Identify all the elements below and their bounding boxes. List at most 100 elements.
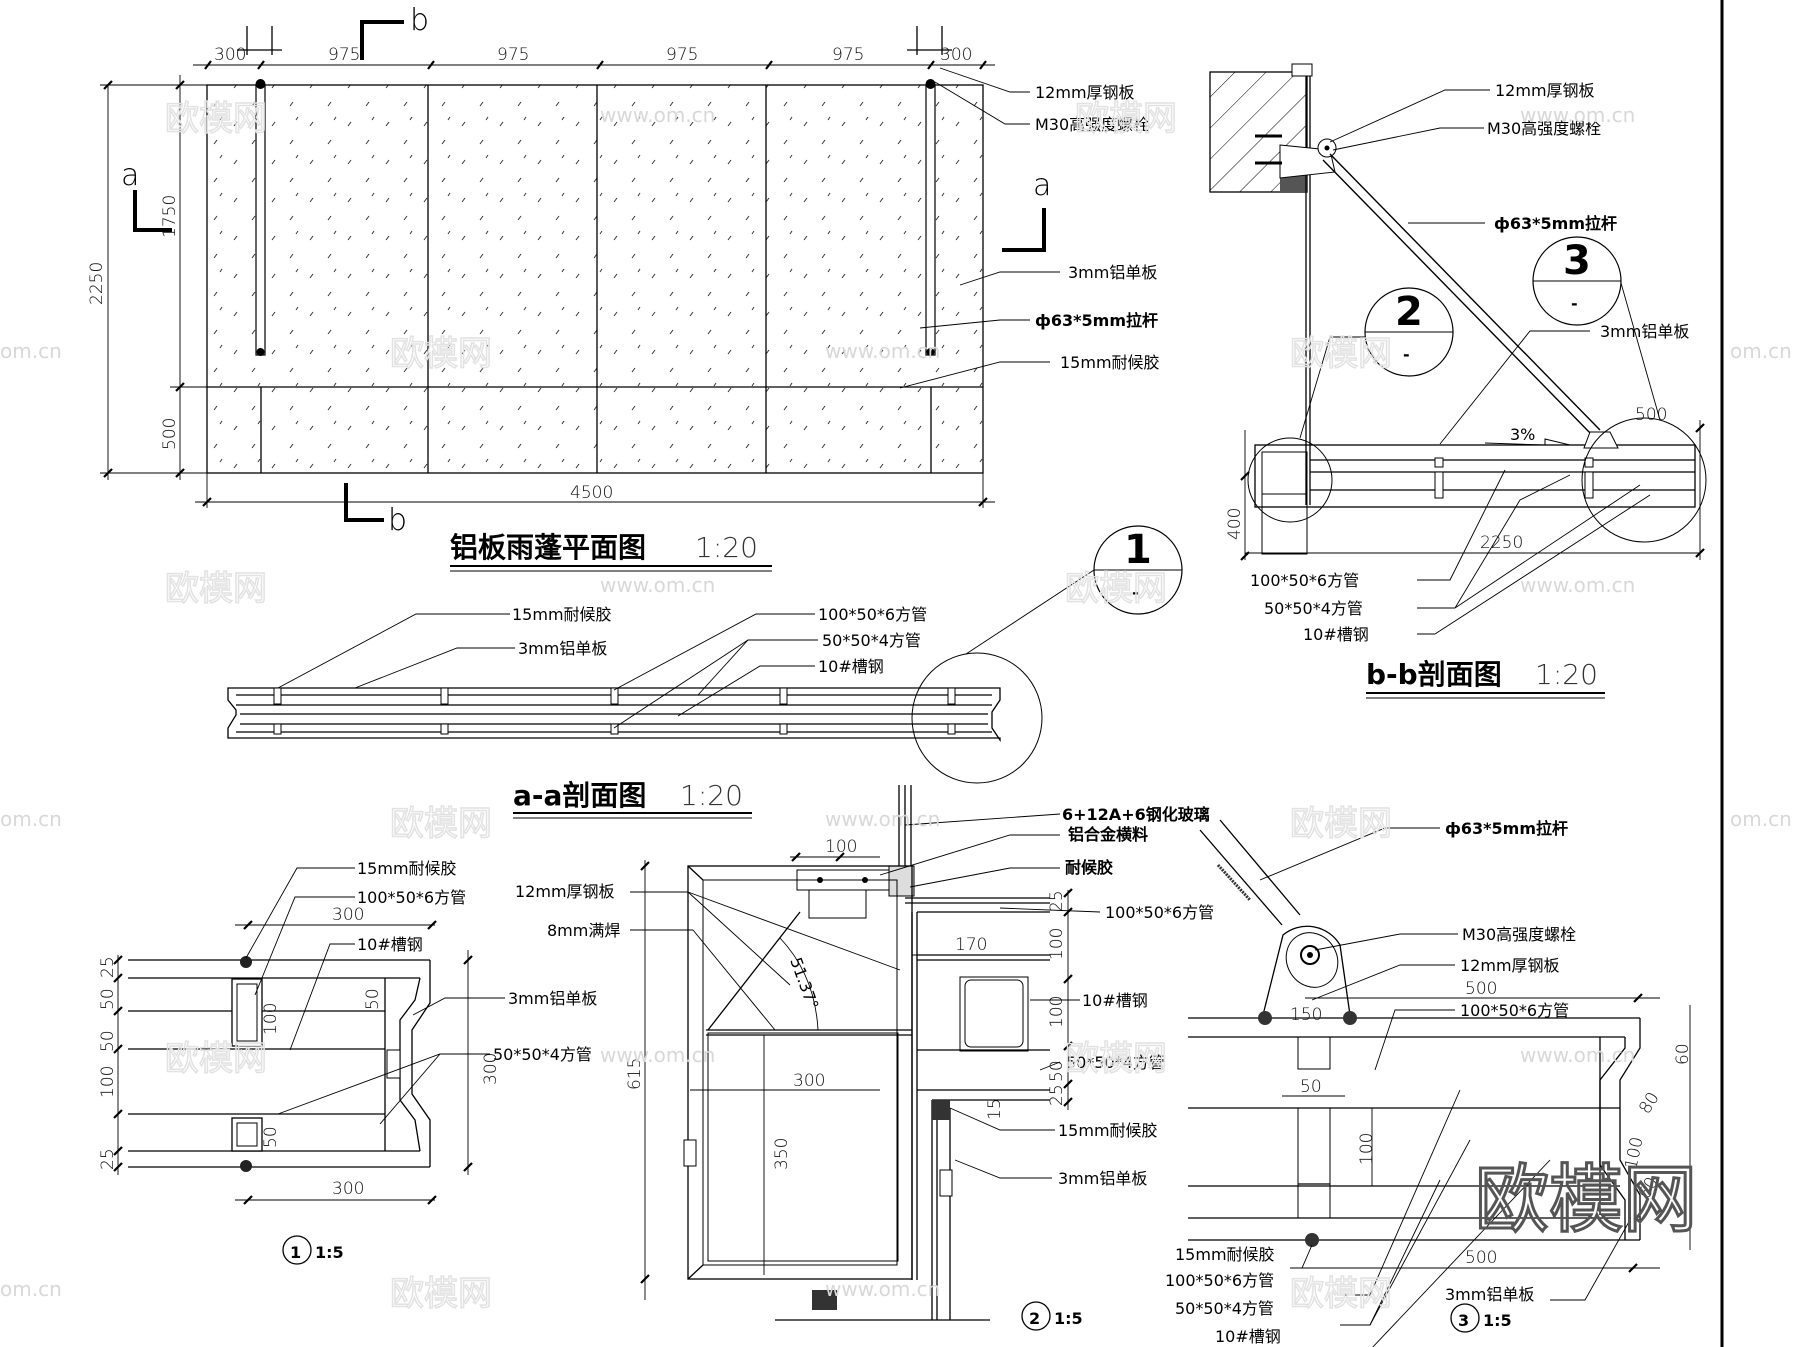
- callout-1-number: 1: [1124, 527, 1152, 573]
- plan-view: 300 975 975 975 975 300 b b a a 2250 175…: [87, 3, 1160, 572]
- section-mark-a-right: a: [1033, 168, 1051, 203]
- callout-3-sheet: -: [1571, 294, 1578, 313]
- d2-dim-height: 615: [625, 1058, 645, 1090]
- d1-dim-left: 25: [98, 956, 118, 978]
- plan-label-aluminum-panel: 3mm铝单板: [1068, 263, 1157, 282]
- d1-dim-top: 300: [332, 905, 364, 925]
- plan-dim-top: 975: [328, 45, 360, 65]
- d1-dim-left: 100: [98, 1066, 118, 1098]
- d1-dim-right: 300: [481, 1053, 501, 1085]
- watermark-brand: 欧模网: [1075, 99, 1177, 139]
- d2-label-sealant: 耐候胶: [1065, 858, 1113, 877]
- d3-label-rect-tube: 100*50*6方管: [1460, 1001, 1569, 1020]
- bb-scale: 1:20: [1535, 658, 1598, 691]
- plan-dim-left: 1750: [160, 195, 180, 238]
- bb-label-aluminum-panel: 3mm铝单板: [1600, 322, 1689, 341]
- d2-label-sealant-15: 15mm耐候胶: [1058, 1121, 1158, 1140]
- d3-label-square-tube: 50*50*4方管: [1175, 1299, 1274, 1318]
- aa-label-channel: 10#槽钢: [818, 657, 884, 676]
- d1-label-sealant: 15mm耐候胶: [357, 859, 457, 878]
- detail-1: 25 50 50 100 25 300 300 300 100 50 50 15…: [98, 859, 597, 1265]
- d3-scale: 1:5: [1483, 1311, 1512, 1330]
- plan-dim-top: 975: [666, 45, 698, 65]
- section-mark-a-left: a: [121, 158, 139, 193]
- callout-3-number: 3: [1563, 238, 1591, 284]
- d3-label-rect-tube-2: 100*50*6方管: [1165, 1271, 1274, 1290]
- d3-label-bolt: M30高强度螺栓: [1462, 925, 1576, 944]
- watermark-url: om.cn: [0, 1277, 62, 1301]
- watermarks: 欧模网 www.om.cn 欧模网 www.om.cn om.cn 欧模网 ww…: [0, 98, 1792, 1315]
- d3-dim-right: 60: [1673, 1043, 1693, 1065]
- d3-dim-tube: 50: [1300, 1077, 1322, 1097]
- detail-2-tag: 2 1:5: [1021, 1301, 1083, 1331]
- callout-3[interactable]: 3 -: [1532, 236, 1622, 326]
- aa-label-rect-tube: 100*50*6方管: [818, 605, 927, 624]
- plan-scale: 1:20: [695, 531, 758, 564]
- d2-label-square-tube: 50*50*4方管: [1066, 1053, 1165, 1072]
- detail-3-tag: 3 1:5: [1450, 1303, 1512, 1333]
- section-mark-b-top: b: [410, 3, 429, 38]
- plan-label-bolt: M30高强度螺栓: [1035, 115, 1149, 134]
- watermark-url: www.om.cn: [825, 807, 940, 831]
- callout-2[interactable]: 2 -: [1364, 287, 1454, 377]
- watermark-url: www.om.cn: [1520, 573, 1635, 597]
- d1-dim-left: 50: [98, 988, 118, 1010]
- watermark-brand: 欧模网: [165, 1039, 267, 1079]
- watermark-brand: 欧模网: [165, 99, 267, 139]
- d1-dim-inner: 100: [261, 1003, 281, 1035]
- watermark-large: 欧模网: [1475, 1157, 1697, 1243]
- d2-dim-transom: 100: [825, 837, 857, 857]
- callout-2-sheet: -: [1403, 345, 1410, 364]
- d2-label-aluminum-panel: 3mm铝单板: [1058, 1169, 1147, 1188]
- aa-label-aluminum-panel: 3mm铝单板: [518, 639, 607, 658]
- d1-dim-bottom: 300: [332, 1179, 364, 1199]
- d2-angle: 51.37°: [786, 955, 822, 1012]
- d2-dim-right: 100: [1047, 996, 1067, 1028]
- d1-dim-inner: 50: [261, 1126, 281, 1148]
- detail-1-tag: 1 1:5: [282, 1235, 344, 1265]
- d2-dim-width: 170: [955, 935, 987, 955]
- d3-dim-right: 80: [1635, 1089, 1663, 1118]
- plan-dim-top: 300: [214, 45, 246, 65]
- plan-dim-total: 4500: [570, 483, 613, 503]
- bb-title: b-b剖面图: [1366, 658, 1502, 691]
- d2-dim-right: 50: [1047, 1060, 1067, 1082]
- plan-dim-top: 300: [940, 45, 972, 65]
- watermark-url: om.cn: [1730, 807, 1792, 831]
- aa-title: a-a剖面图: [513, 779, 646, 812]
- plan-dim-top: 975: [497, 45, 529, 65]
- d1-scale: 1:5: [315, 1243, 344, 1262]
- aa-label-sealant: 15mm耐候胶: [512, 605, 612, 624]
- bb-label-bolt: M30高强度螺栓: [1487, 119, 1601, 138]
- watermark-brand: 欧模网: [1290, 334, 1392, 374]
- plan-dim-left: 500: [160, 418, 180, 450]
- d1-label-aluminum-panel: 3mm铝单板: [508, 989, 597, 1008]
- watermark-url: www.om.cn: [600, 573, 715, 597]
- d2-label-channel: 10#槽钢: [1082, 991, 1148, 1010]
- d3-dim-lug: 150: [1290, 1005, 1322, 1025]
- bb-label-steel-plate: 12mm厚钢板: [1495, 81, 1595, 100]
- watermark-url: www.om.cn: [600, 1043, 715, 1067]
- watermark-url: om.cn: [0, 339, 62, 363]
- d3-label-channel: 10#槽钢: [1215, 1327, 1281, 1346]
- d1-label-rect-tube: 100*50*6方管: [357, 888, 466, 907]
- callout-1-sheet: -: [1132, 583, 1139, 602]
- d2-dim-right: 25: [1047, 890, 1067, 912]
- watermark-brand: 欧模网: [1065, 569, 1167, 609]
- detail-2: 51.37° 615 100 170 300 350: [515, 785, 1214, 1331]
- bb-dim-cantilever: 500: [1635, 405, 1667, 425]
- d3-number: 3: [1458, 1311, 1469, 1330]
- plan-panel-area: [206, 84, 984, 474]
- d1-dim-inner: 50: [363, 988, 383, 1010]
- plan-label-steel-plate: 12mm厚钢板: [1035, 83, 1135, 102]
- d2-dim-sealant: 15: [985, 1098, 1005, 1120]
- d3-dim-channel: 100: [1357, 1133, 1377, 1165]
- section-mark-b-bottom: b: [388, 503, 407, 538]
- d2-scale: 1:5: [1054, 1309, 1083, 1328]
- d2-label-rect-tube: 100*50*6方管: [1105, 903, 1214, 922]
- plan-title: 铝板雨蓬平面图: [450, 531, 646, 564]
- plan-label-sealant: 15mm耐候胶: [1060, 353, 1160, 372]
- d2-dim-right: 25: [1047, 1084, 1067, 1106]
- plan-label-tie-rod: ф63*5mm拉杆: [1035, 311, 1158, 330]
